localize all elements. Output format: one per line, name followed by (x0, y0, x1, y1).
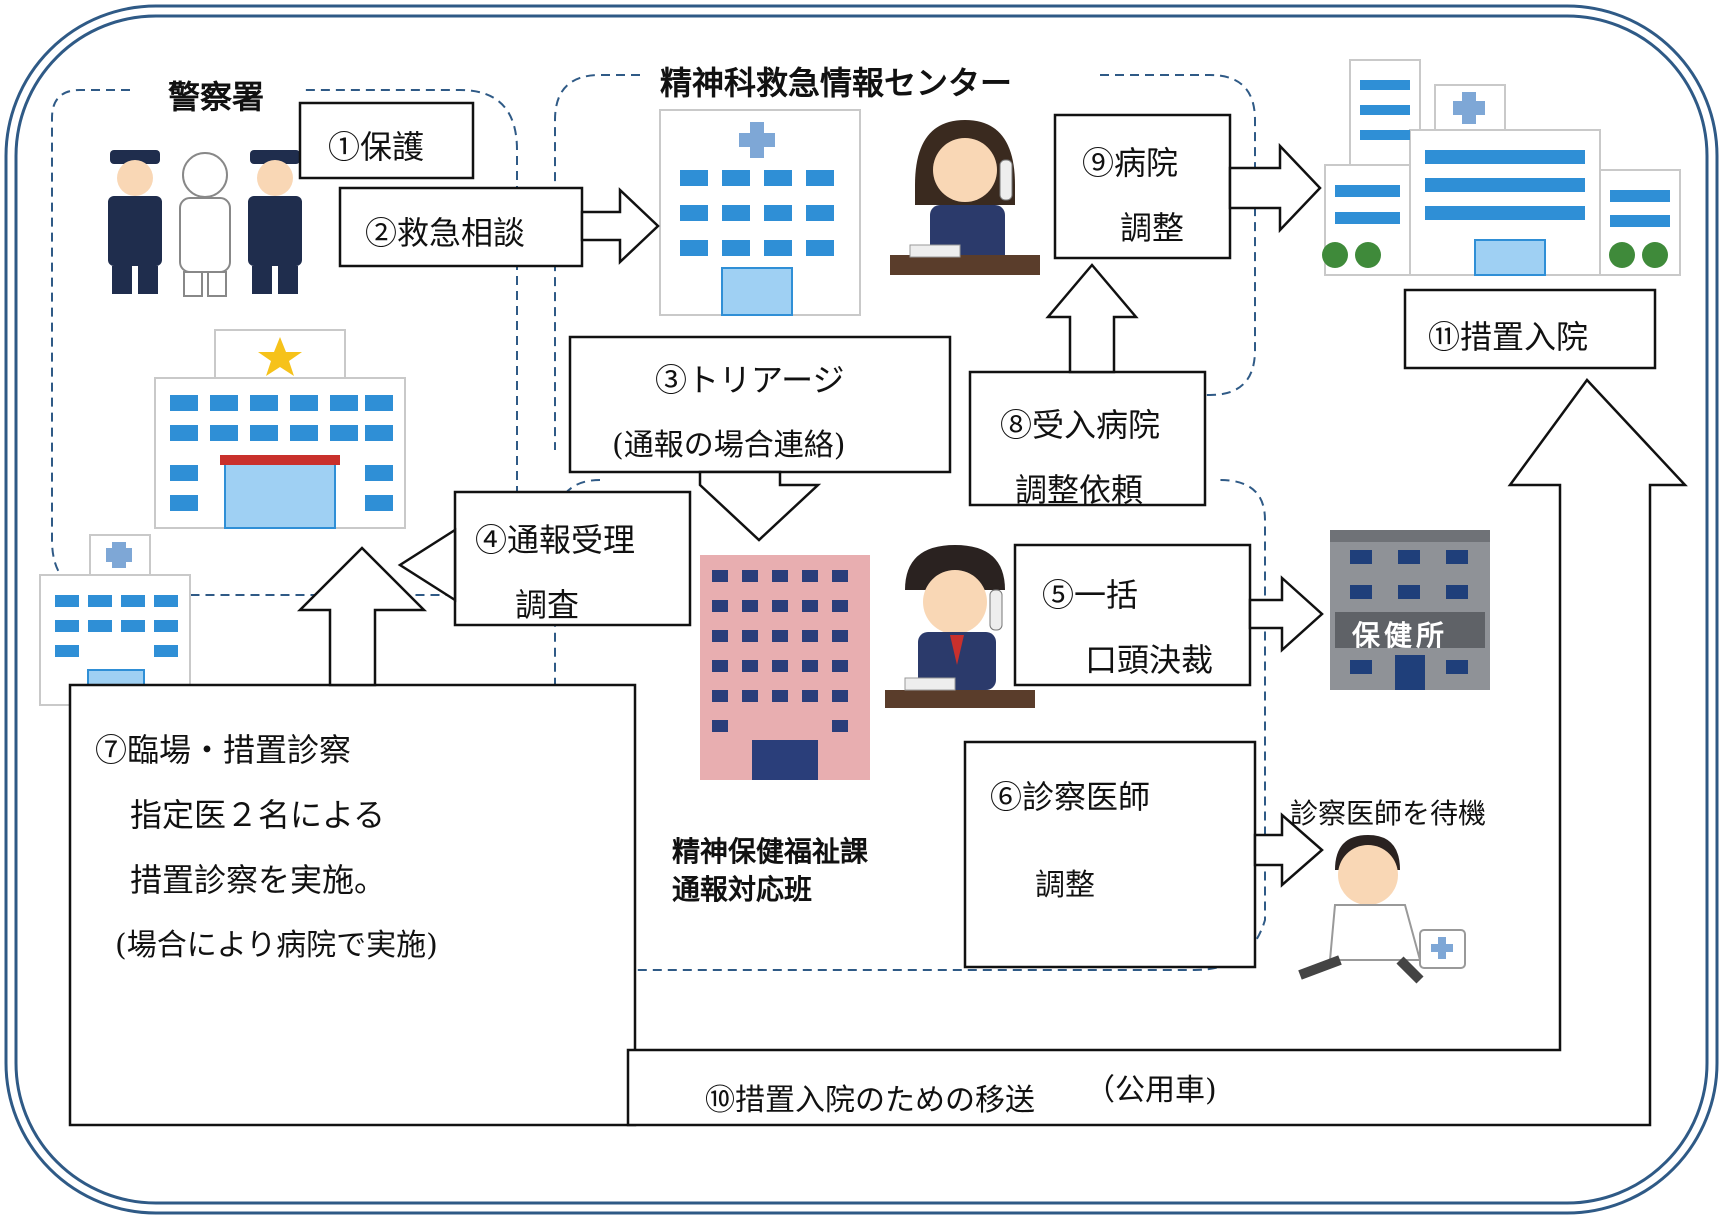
step6-label: ⑥診察医師 (990, 778, 1151, 816)
step6-sublabel: 調整 (1035, 868, 1095, 903)
step5-label: ⑤一括 (1042, 576, 1139, 614)
step4-label: ④通報受理 (475, 521, 636, 559)
arrow-transport (626, 378, 1688, 1127)
step4-sublabel: 調査 (515, 586, 580, 624)
arrow-to-police (397, 527, 457, 603)
police-area-label: 警察署 (160, 72, 273, 118)
small-hospital-icon (39, 534, 191, 706)
police-officers-icon (108, 150, 302, 297)
arrow-to-large-hospital (1228, 142, 1322, 234)
arrow-to-health-center (1248, 575, 1324, 653)
box-report (453, 490, 692, 627)
step8-label: ⑧受入病院 (1000, 406, 1161, 444)
doctor-waiting-label: 診察医師を待機 (1290, 797, 1487, 830)
running-doctor-icon (1298, 835, 1466, 984)
box-hospital-coordination (1053, 113, 1232, 260)
step2-label: ②救急相談 (365, 214, 526, 252)
section-label-line2: 通報対応班 (672, 873, 813, 906)
step7-title: ⑦臨場・措置診察 (95, 731, 352, 769)
step7-line3: (場合により病院で実施) (115, 928, 438, 963)
box-triage (568, 335, 952, 474)
box-admission (1403, 288, 1657, 370)
center-area-label: 精神科救急情報センター (650, 58, 1023, 104)
box-examination (68, 683, 637, 1127)
box-protect (298, 101, 475, 180)
step7-line2: 措置診察を実施。 (130, 861, 387, 899)
center-building-icon (659, 109, 861, 316)
outer-frame-inner (14, 14, 1709, 1205)
operator-woman-icon (890, 120, 1040, 275)
step8-sublabel: 調整依頼 (1015, 471, 1144, 509)
step10-label: ⑩措置入院のための移送 (705, 1083, 1035, 1118)
police-station-icon (154, 329, 406, 529)
arrow-up-examination (296, 546, 428, 687)
office-building-icon (700, 555, 870, 780)
arrow-to-center (580, 187, 660, 265)
step5-sublabel: 口頭決裁 (1085, 641, 1214, 679)
step10-note: （公用車) (1085, 1073, 1217, 1108)
box-consult (338, 186, 584, 268)
outer-frame (4, 4, 1719, 1215)
health-center-icon (1330, 530, 1490, 690)
arrow-down-triage (698, 470, 822, 542)
box-doctor-coordination (963, 740, 1257, 969)
step7-line1: 指定医２名による (130, 796, 386, 834)
arrow-to-doctor (1253, 812, 1324, 888)
step9-label: ⑨病院 (1082, 144, 1179, 182)
step3-label: ③トリアージ (655, 361, 845, 399)
step3-note: (通報の場合連絡) (612, 428, 846, 463)
step1-label: ①保護 (328, 128, 425, 166)
arrow-up-hospital-request (1045, 263, 1139, 374)
center-area-border (554, 74, 640, 450)
step9-sublabel: 調整 (1120, 209, 1185, 247)
section-label-line1: 精神保健福祉課 (672, 835, 869, 868)
step11-label: ⑪措置入院 (1428, 318, 1589, 356)
operator-man-icon (885, 545, 1035, 708)
center-area-border-right (1100, 74, 1256, 396)
health-center-sign: 保健所 (1352, 619, 1449, 652)
box-hospital-request (968, 370, 1207, 507)
large-hospital-icon (1322, 59, 1681, 276)
